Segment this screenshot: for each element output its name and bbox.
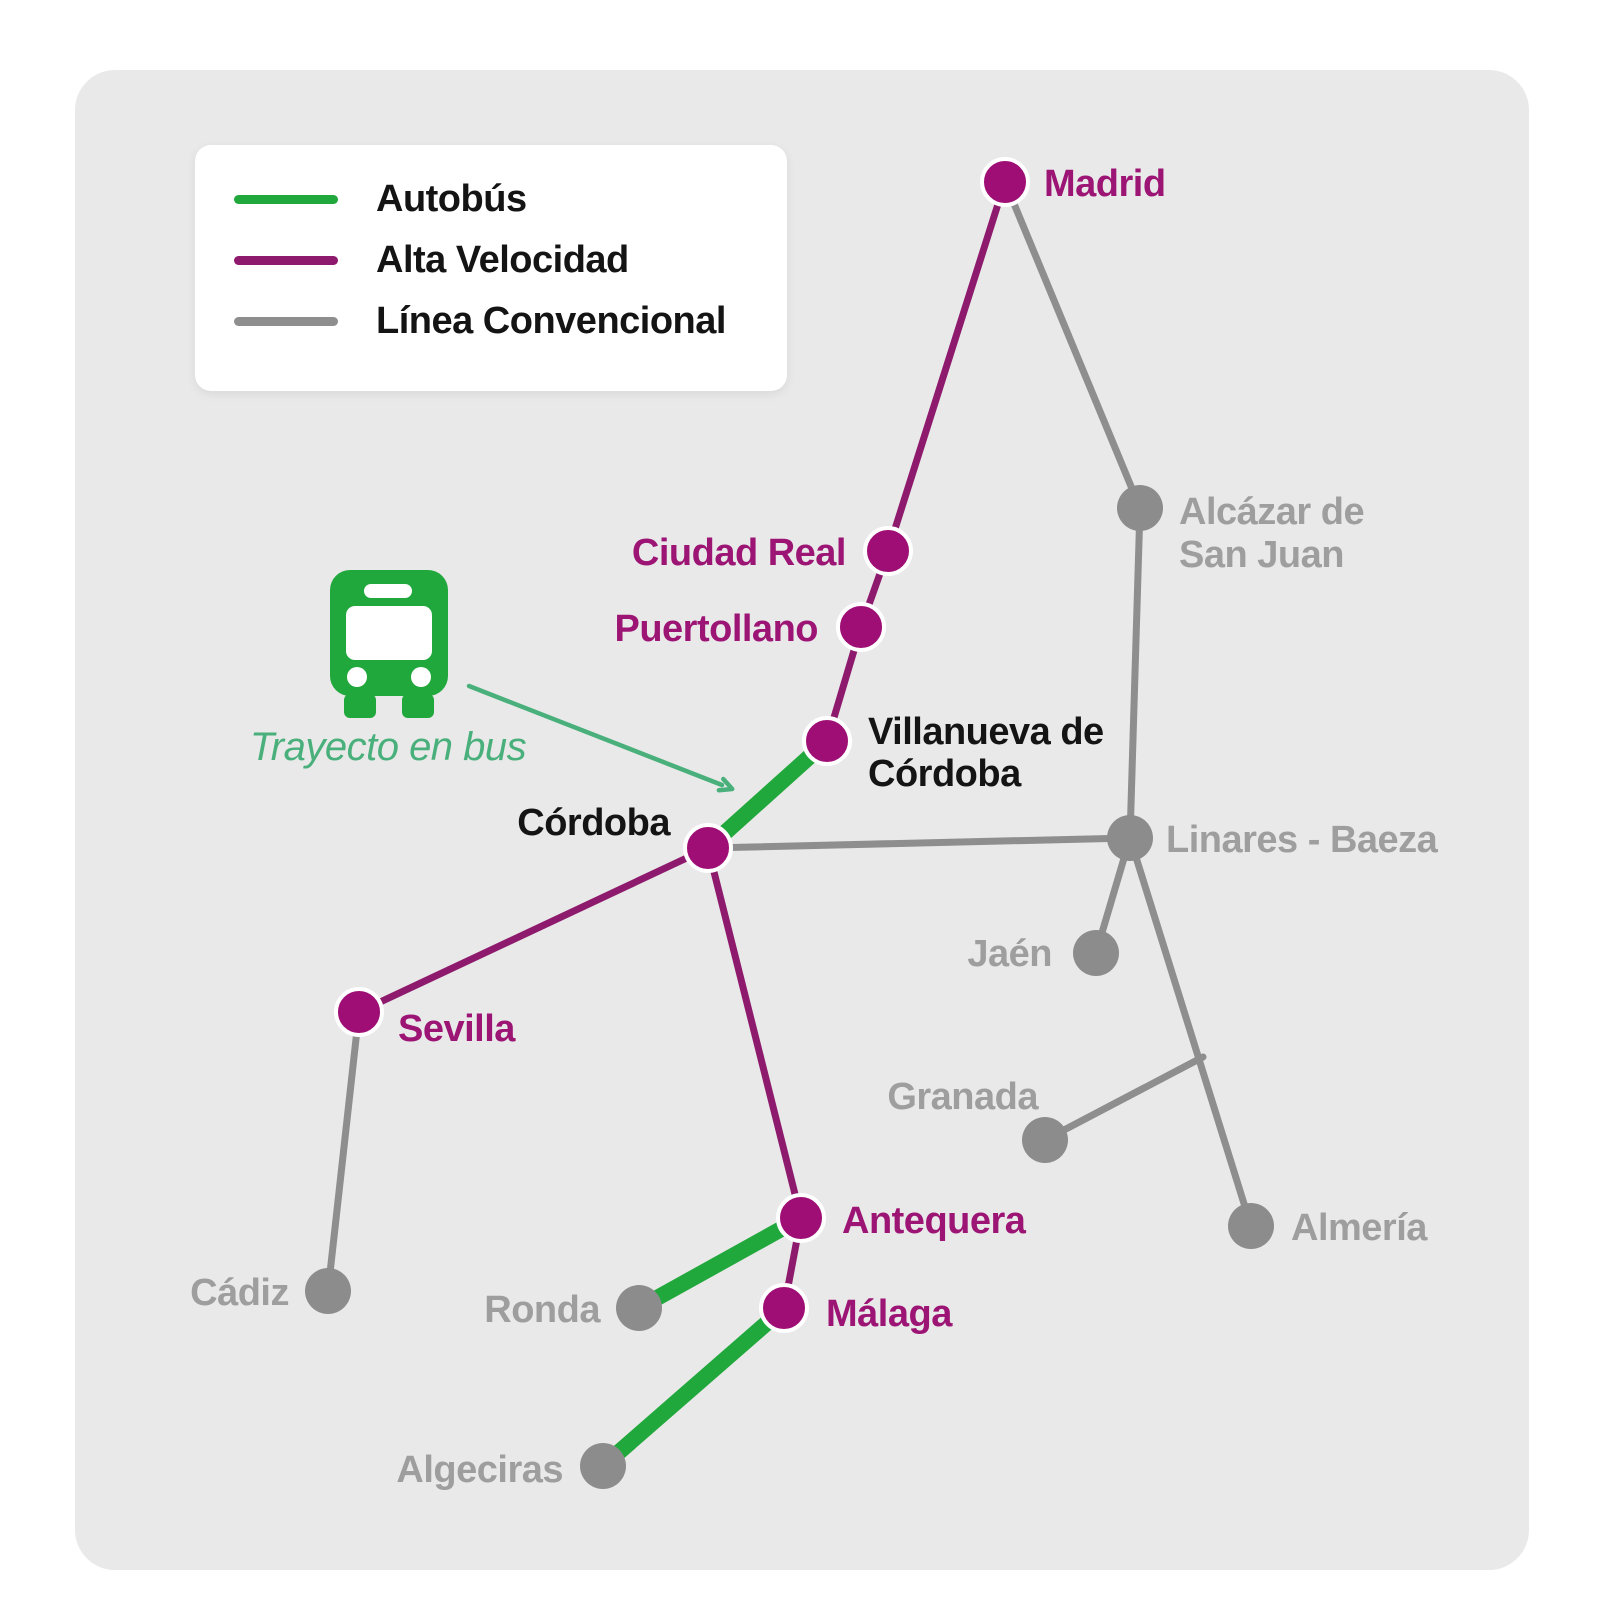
station-dot-cadiz <box>305 1268 351 1314</box>
station-label-antequera: Antequera <box>842 1200 1027 1242</box>
station-dot-puertollano <box>836 602 886 652</box>
edge-linares-almeria <box>1126 834 1255 1230</box>
station-dot-madrid <box>980 157 1030 207</box>
station-dot-almeria <box>1228 1203 1274 1249</box>
legend-label-bus: Autobús <box>376 178 527 220</box>
station-dot-villanueva <box>802 716 852 766</box>
station-dot-linares <box>1107 815 1153 861</box>
edge-cordoba-linares <box>704 834 1134 852</box>
station-label-linares: Linares - Baeza <box>1166 819 1439 861</box>
station-dot-cordoba <box>683 823 733 873</box>
station-dot-malaga <box>759 1283 809 1333</box>
station-label-almeria: Almería <box>1291 1207 1428 1249</box>
edge-madrid-alcazar <box>1001 178 1144 512</box>
station-label-cordoba: Córdoba <box>517 802 671 844</box>
bus-annotation-arrow <box>466 683 735 793</box>
station-label-malaga: Málaga <box>826 1293 953 1335</box>
edge-madrid-ciudad_real <box>884 178 1009 555</box>
edge-malaga-algeciras <box>595 1300 792 1474</box>
bus-icon <box>330 570 448 718</box>
station-label-algeciras: Algeciras <box>396 1449 563 1491</box>
station-label-cadiz: Cádiz <box>190 1272 289 1314</box>
station-dot-sevilla <box>334 987 384 1037</box>
conventional-line-sample <box>234 317 338 326</box>
station-label-madrid: Madrid <box>1044 163 1166 205</box>
stations-layer <box>305 157 1274 1489</box>
station-label-puertollano: Puertollano <box>614 608 818 650</box>
station-dot-antequera <box>776 1193 826 1243</box>
legend-item-high-speed: Alta Velocidad <box>234 230 787 291</box>
station-dot-alcazar <box>1117 485 1163 531</box>
legend-label-conventional: Línea Convencional <box>376 300 726 342</box>
station-label-sevilla: Sevilla <box>398 1008 516 1050</box>
high-speed-line-sample <box>234 256 338 265</box>
edge-cordoba-antequera <box>704 844 805 1222</box>
station-label-ciudad_real: Ciudad Real <box>632 532 846 574</box>
legend-item-conventional: Línea Convencional <box>234 291 787 352</box>
edge-antequera-ronda <box>631 1210 809 1316</box>
station-dot-algeciras <box>580 1443 626 1489</box>
edge-alcazar-linares <box>1126 504 1144 842</box>
legend: Autobús Alta Velocidad Línea Convenciona… <box>195 145 787 391</box>
station-dot-ronda <box>616 1285 662 1331</box>
bus-line-sample <box>234 195 338 204</box>
edge-granada_junction-granada <box>1041 1053 1207 1144</box>
edge-sevilla-cadiz <box>324 1008 363 1295</box>
edge-villanueva-cordoba <box>700 733 835 856</box>
edge-cordoba-sevilla <box>355 844 712 1016</box>
bus-annotation-label: Trayecto en bus <box>250 725 527 769</box>
station-label-ronda: Ronda <box>484 1289 601 1331</box>
station-dot-jaen <box>1073 930 1119 976</box>
station-dot-ciudad_real <box>863 526 913 576</box>
map-panel <box>75 70 1529 1570</box>
legend-item-bus: Autobús <box>234 169 787 230</box>
station-label-granada: Granada <box>887 1076 1039 1118</box>
station-label-jaen: Jaén <box>967 933 1052 975</box>
station-dot-granada <box>1022 1117 1068 1163</box>
legend-label-high-speed: Alta Velocidad <box>376 239 629 281</box>
